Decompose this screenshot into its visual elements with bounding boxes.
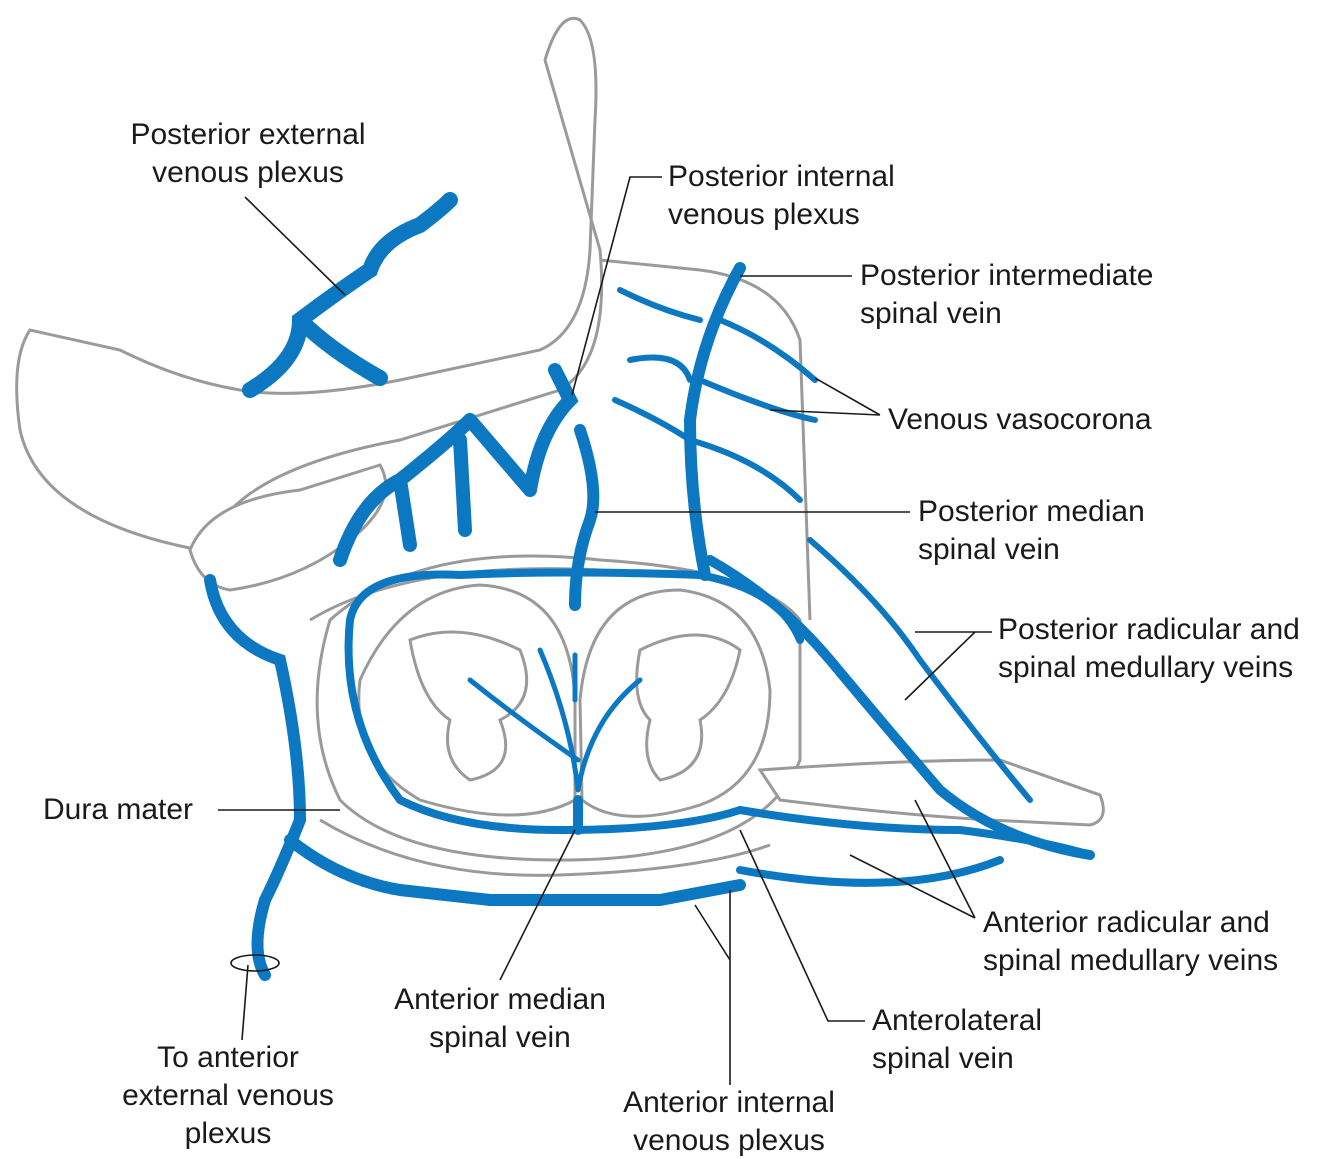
- gray-matter-right: [635, 633, 742, 782]
- label-posterior-median-spinal-vein: Posterior median spinal vein: [918, 493, 1145, 569]
- posterior-radicular-branch: [807, 537, 1033, 803]
- label-posterior-radicular-veins: Posterior radicular and spinal medullary …: [998, 611, 1300, 687]
- leader-lines: [218, 176, 992, 1085]
- label-anterior-median-spinal-vein: Anterior median spinal vein: [394, 981, 606, 1057]
- posterior-internal-plexus: [333, 363, 579, 567]
- label-line: Posterior radicular and: [998, 613, 1300, 646]
- label-line: Posterior median: [918, 495, 1145, 528]
- label-dura-mater: Dura mater: [43, 791, 193, 829]
- label-line: external venous: [122, 1079, 334, 1112]
- spinal-cord-right: [578, 588, 772, 818]
- lateral-connecting-vein: [204, 574, 307, 981]
- anterior-internal-plexus: [284, 834, 746, 906]
- label-posterior-external-venous-plexus: Posterior external venous plexus: [130, 116, 365, 192]
- veins: [204, 192, 1095, 981]
- label-posterior-internal-venous-plexus: Posterior internal venous plexus: [668, 158, 895, 234]
- anterior-radicular-vein: [736, 806, 1094, 887]
- sulcal-branches: [467, 647, 643, 793]
- gray-matter-left: [408, 630, 529, 782]
- label-to-anterior-external-venous-plexus: To anterior external venous plexus: [122, 1039, 334, 1153]
- posterior-intermediate-vein: [683, 262, 746, 581]
- label-line: spinal medullary veins: [998, 651, 1294, 684]
- label-line: Posterior external: [130, 118, 366, 151]
- circumferential-vein: [344, 568, 804, 835]
- label-anterolateral-spinal-vein: Anterolateral spinal vein: [872, 1002, 1042, 1078]
- vasocorona-branches: [612, 287, 818, 503]
- label-line: plexus: [184, 1117, 272, 1150]
- label-line: Anterolateral: [872, 1004, 1043, 1037]
- label-line: Dura mater: [43, 793, 194, 826]
- label-line: Posterior internal: [668, 160, 895, 193]
- posterior-median-vein: [569, 424, 600, 611]
- label-line: venous plexus: [152, 156, 344, 189]
- spinous-process: [15, 17, 604, 552]
- label-line: spinal vein: [918, 533, 1060, 566]
- label-line: spinal medullary veins: [983, 944, 1279, 977]
- label-line: venous plexus: [668, 198, 860, 231]
- label-anterior-internal-venous-plexus: Anterior internal venous plexus: [623, 1084, 835, 1159]
- label-line: Anterior median: [394, 983, 606, 1016]
- label-line: Posterior intermediate: [860, 259, 1154, 292]
- label-line: spinal vein: [860, 297, 1002, 330]
- label-line: spinal vein: [429, 1021, 571, 1054]
- label-anterior-radicular-veins: Anterior radicular and spinal medullary v…: [983, 904, 1278, 980]
- label-line: Venous vasocorona: [888, 403, 1152, 436]
- label-line: To anterior: [157, 1041, 299, 1074]
- label-line: spinal vein: [872, 1042, 1014, 1075]
- posterior-external-plexus: [242, 192, 458, 398]
- label-venous-vasocorona: Venous vasocorona: [888, 401, 1152, 439]
- posterior-wall: [599, 258, 812, 621]
- label-line: Anterior internal: [623, 1086, 835, 1119]
- label-posterior-intermediate-spinal-vein: Posterior intermediate spinal vein: [860, 257, 1153, 333]
- label-line: venous plexus: [633, 1124, 825, 1157]
- label-line: Anterior radicular and: [983, 906, 1270, 939]
- nerve-root: [757, 758, 1105, 827]
